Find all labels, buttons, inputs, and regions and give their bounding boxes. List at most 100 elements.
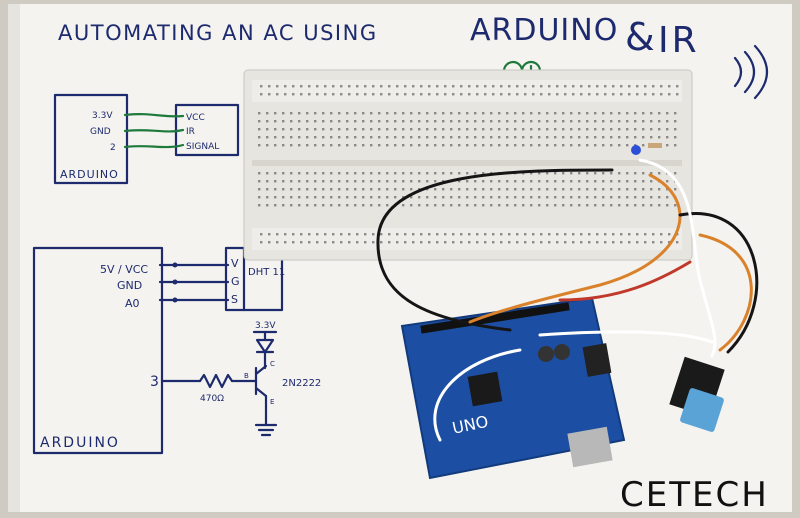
breadboard-hole [394, 172, 397, 175]
breadboard-hole [258, 172, 261, 175]
breadboard-hole [258, 128, 261, 131]
breadboard-hole [658, 128, 661, 131]
breadboard-hole [370, 144, 373, 147]
breadboard-hole [530, 136, 533, 139]
breadboard-hole [562, 196, 565, 199]
breadboard-hole [588, 241, 591, 244]
breadboard-hole [348, 93, 351, 96]
breadboard-hole [260, 233, 263, 236]
breadboard-hole [676, 241, 679, 244]
breadboard-hole [644, 93, 647, 96]
breadboard-hole [522, 144, 525, 147]
breadboard-hole [314, 112, 317, 115]
breadboard-hole [370, 180, 373, 183]
breadboard-hole [402, 136, 405, 139]
breadboard-hole [298, 120, 301, 123]
breadboard-hole [476, 85, 479, 88]
breadboard-hole [490, 128, 493, 131]
breadboard-hole [322, 172, 325, 175]
breadboard-hole [282, 196, 285, 199]
breadboard-hole [540, 233, 543, 236]
breadboard-hole [356, 85, 359, 88]
breadboard-hole [474, 144, 477, 147]
breadboard-hole [668, 233, 671, 236]
breadboard-hole [290, 136, 293, 139]
breadboard-hole [420, 85, 423, 88]
breadboard-hole [634, 204, 637, 207]
breadboard-hole [474, 136, 477, 139]
breadboard-hole [314, 188, 317, 191]
breadboard-hole [460, 233, 463, 236]
ir-wiring-diagram: ARDUINO 3.3V GND 2 VCC IR SIGNAL [53, 93, 240, 185]
breadboard-hole [612, 93, 615, 96]
breadboard-hole [602, 172, 605, 175]
breadboard-hole [354, 204, 357, 207]
breadboard-hole [676, 85, 679, 88]
breadboard-hole [466, 136, 469, 139]
breadboard-hole [258, 196, 261, 199]
breadboard-hole [636, 233, 639, 236]
breadboard-hole [386, 188, 389, 191]
breadboard-hole [450, 172, 453, 175]
breadboard-hole [674, 204, 677, 207]
breadboard-hole [340, 93, 343, 96]
breadboard-hole [346, 136, 349, 139]
breadboard-hole [380, 85, 383, 88]
ir-pin-signal: SIGNAL [186, 142, 219, 152]
breadboard-hole [284, 233, 287, 236]
breadboard-hole [546, 188, 549, 191]
breadboard-hole [418, 144, 421, 147]
breadboard-hole [602, 136, 605, 139]
breadboard-hole [650, 128, 653, 131]
breadboard-hole [442, 120, 445, 123]
breadboard-hole [554, 204, 557, 207]
breadboard-hole [372, 93, 375, 96]
breadboard-hole [298, 128, 301, 131]
breadboard-hole [442, 144, 445, 147]
breadboard-hole [650, 120, 653, 123]
breadboard-hole [594, 188, 597, 191]
breadboard-hole [284, 241, 287, 244]
breadboard-hole [668, 93, 671, 96]
breadboard-hole [338, 112, 341, 115]
header-pins [420, 302, 570, 334]
breadboard-hole [554, 172, 557, 175]
breadboard-hole [402, 144, 405, 147]
breadboard-hole [466, 112, 469, 115]
dht-arduino-pin-5v: 5V / VCC [100, 263, 148, 276]
breadboard-hole [604, 85, 607, 88]
breadboard-rail-top [252, 80, 682, 102]
breadboard-hole [404, 241, 407, 244]
breadboard-hole [346, 112, 349, 115]
breadboard-hole [274, 172, 277, 175]
breadboard-hole [260, 241, 263, 244]
breadboard-hole [476, 93, 479, 96]
breadboard-hole [402, 172, 405, 175]
breadboard-hole [514, 136, 517, 139]
breadboard-hole [450, 120, 453, 123]
breadboard-hole [596, 85, 599, 88]
breadboard-hole [364, 233, 367, 236]
breadboard-hole [612, 241, 615, 244]
breadboard-hole [556, 93, 559, 96]
breadboard-hole [660, 93, 663, 96]
breadboard-hole [554, 136, 557, 139]
breadboard-hole [618, 136, 621, 139]
breadboard-hole [500, 233, 503, 236]
breadboard-hole [394, 196, 397, 199]
wire-white-1 [638, 158, 717, 358]
breadboard-hole [660, 233, 663, 236]
breadboard-hole [626, 180, 629, 183]
breadboard-hole [306, 120, 309, 123]
breadboard-hole [348, 233, 351, 236]
breadboard-hole [578, 128, 581, 131]
breadboard-hole [402, 204, 405, 207]
breadboard-hole [628, 241, 631, 244]
breadboard-hole [410, 144, 413, 147]
breadboard-hole [450, 136, 453, 139]
breadboard-hole [402, 188, 405, 191]
breadboard-hole [418, 204, 421, 207]
breadboard-hole [538, 136, 541, 139]
breadboard-hole [610, 180, 613, 183]
breadboard-hole [474, 180, 477, 183]
